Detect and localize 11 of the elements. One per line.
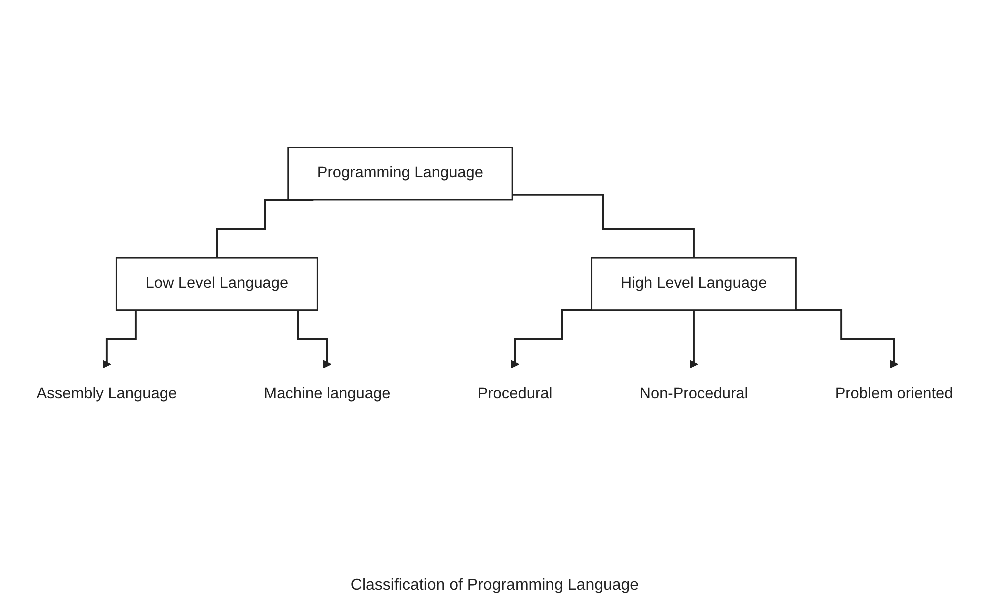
node-box: High Level Language xyxy=(591,258,797,312)
node-text: Assembly Language xyxy=(36,386,178,403)
node-text: Non-Procedural xyxy=(640,386,748,403)
caption: Classification of Programming Language xyxy=(350,577,640,595)
connector xyxy=(512,194,695,260)
node-box: Low Level Language xyxy=(116,258,318,312)
node-box: Programming Language xyxy=(288,147,514,202)
node-text: Machine language xyxy=(264,386,391,403)
node-text: Procedural xyxy=(478,386,553,403)
arrow xyxy=(690,310,698,370)
node-text: Problem oriented xyxy=(835,386,954,403)
